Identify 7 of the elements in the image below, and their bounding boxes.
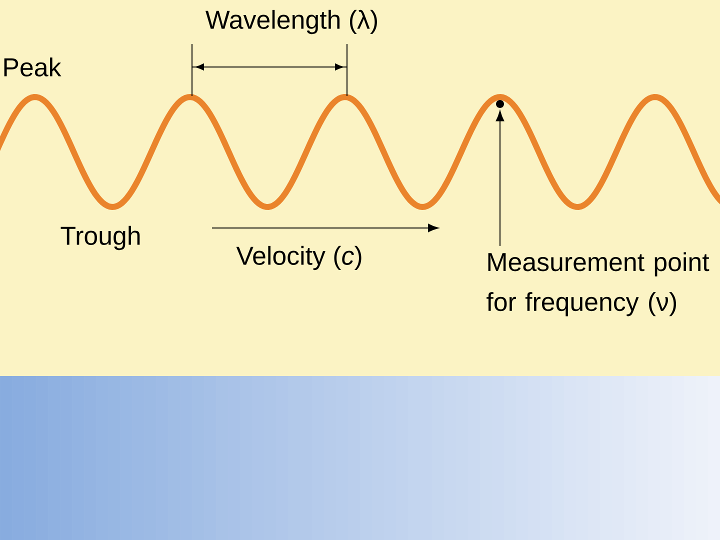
text-label: Velocity (c) [236, 246, 362, 270]
measurement-dot [496, 100, 504, 108]
arrow [496, 110, 504, 246]
text-label: Trough [60, 226, 140, 250]
text-label: Wavelength (λ) [206, 10, 377, 34]
text-label: Peak [4, 58, 62, 76]
text-label: Measurement point for frequency (ν) [486, 252, 710, 316]
